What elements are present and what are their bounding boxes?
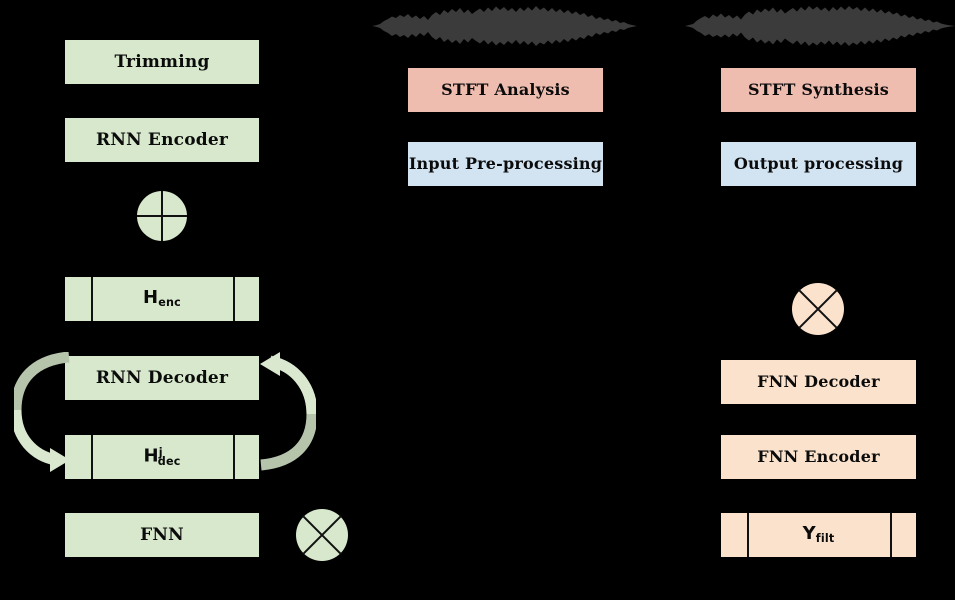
block-fnn-label: FNN [140, 524, 184, 545]
block-fnn-decoder[interactable]: FNN Decoder [721, 360, 916, 404]
block-fnn-encoder-label: FNN Encoder [757, 447, 880, 466]
block-stft-synthesis[interactable]: STFT Synthesis [721, 68, 916, 112]
segment-divider-right [233, 435, 235, 479]
recurrence-arrow-left-icon [14, 352, 70, 472]
block-trimming-label: Trimming [114, 51, 210, 72]
block-h-enc[interactable]: Henc [65, 277, 259, 321]
recurrence-arrow-right-icon [260, 352, 316, 471]
output-waveform-icon [685, 6, 955, 46]
block-trimming[interactable]: Trimming [65, 40, 259, 84]
block-stft-analysis[interactable]: STFT Analysis [408, 68, 603, 112]
segment-divider-left [91, 277, 93, 321]
block-input-pre-processing-label: Input Pre-processing [408, 154, 603, 173]
block-output-processing[interactable]: Output processing [721, 142, 916, 186]
block-output-processing-label: Output processing [733, 154, 904, 173]
block-input-pre-processing[interactable]: Input Pre-processing [408, 142, 603, 186]
block-h-enc-label: Henc [143, 287, 181, 310]
segment-divider-right [890, 513, 892, 557]
input-waveform-icon [372, 6, 637, 46]
block-stft-analysis-label: STFT Analysis [441, 80, 570, 99]
segment-divider-right [233, 277, 235, 321]
block-fnn-decoder-label: FNN Decoder [757, 372, 880, 391]
block-stft-synthesis-label: STFT Synthesis [748, 80, 889, 99]
block-y-filt[interactable]: Yfilt [721, 513, 916, 557]
block-h-dec[interactable]: Hjdec [65, 435, 259, 479]
block-rnn-encoder[interactable]: RNN Encoder [65, 118, 259, 162]
segment-divider-left [91, 435, 93, 479]
block-y-filt-label: Yfilt [802, 523, 835, 546]
block-rnn-decoder[interactable]: RNN Decoder [65, 356, 259, 400]
block-fnn[interactable]: FNN [65, 513, 259, 557]
block-h-dec-label: Hjdec [143, 445, 181, 468]
block-fnn-encoder[interactable]: FNN Encoder [721, 435, 916, 479]
segment-divider-left [747, 513, 749, 557]
cross-circle-icon-right[interactable] [792, 283, 844, 335]
cross-circle-icon-left[interactable] [296, 509, 348, 561]
plus-circle-icon[interactable] [137, 191, 187, 241]
block-rnn-encoder-label: RNN Encoder [96, 129, 228, 150]
block-rnn-decoder-label: RNN Decoder [95, 367, 229, 388]
